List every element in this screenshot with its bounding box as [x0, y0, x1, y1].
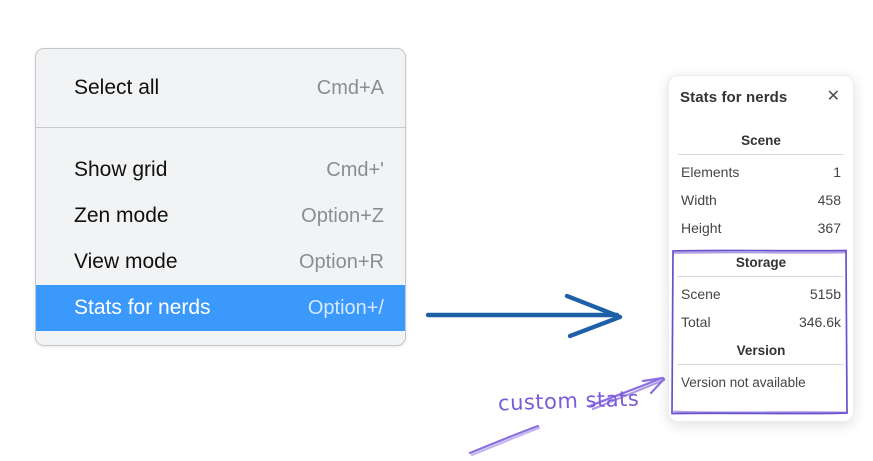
menu-item-label: View mode	[74, 250, 178, 273]
menu-item-stats-for-nerds[interactable]: Stats for nerds Option+/	[36, 285, 405, 331]
menu-divider	[36, 127, 405, 128]
stats-panel: Stats for nerds ✕ Scene Elements 1 Width…	[668, 75, 854, 422]
menu-item-shortcut: Cmd+'	[326, 158, 384, 181]
stat-label: Width	[681, 192, 717, 208]
menu-item-select-all[interactable]: Select all Cmd+A	[36, 65, 405, 111]
stat-row-elements: Elements 1	[678, 158, 844, 186]
stat-label: Height	[681, 220, 722, 236]
menu-item-show-grid[interactable]: Show grid Cmd+'	[36, 147, 405, 193]
close-icon[interactable]: ✕	[826, 88, 840, 105]
section-divider	[678, 276, 844, 277]
menu-item-shortcut: Option+/	[307, 296, 384, 319]
menu-item-shortcut: Option+R	[298, 250, 384, 273]
version-note: Version not available	[681, 375, 806, 390]
menu-item-view-mode[interactable]: View mode Option+R	[36, 239, 405, 285]
annotation-rectangle	[671, 249, 848, 415]
context-menu: Select all Cmd+A Show grid Cmd+' Zen mod…	[35, 48, 406, 346]
stat-value: 458	[817, 192, 841, 208]
stat-label: Total	[681, 314, 711, 330]
stat-row-scene-storage: Scene 515b	[678, 280, 844, 308]
stat-label: Scene	[681, 286, 721, 302]
arrow-right-icon	[425, 293, 623, 339]
menu-item-shortcut: Cmd+A	[316, 76, 384, 99]
menu-item-label: Stats for nerds	[74, 296, 211, 319]
panel-title: Stats for nerds	[680, 88, 788, 106]
stat-value: 346.6k	[798, 314, 841, 330]
stat-row-total-storage: Total 346.6k	[678, 308, 844, 336]
annotation-arrow	[468, 376, 666, 457]
section-divider	[678, 154, 844, 155]
annotation-label: custom stats	[497, 386, 640, 416]
section-heading-storage: Storage	[735, 255, 787, 270]
stat-label: Elements	[681, 164, 740, 180]
menu-item-label: Zen mode	[74, 204, 169, 227]
stat-value: 367	[817, 220, 841, 236]
menu-item-zen-mode[interactable]: Zen mode Option+Z	[36, 193, 405, 239]
stats-panel-header: Stats for nerds ✕	[678, 88, 844, 106]
stat-row-height: Height 367	[678, 214, 844, 242]
menu-item-shortcut: Option+Z	[301, 204, 384, 227]
stat-value: 515b	[809, 286, 841, 302]
section-divider	[678, 364, 844, 365]
stat-value: 1	[833, 164, 841, 180]
section-heading-version: Version	[736, 343, 786, 358]
menu-item-label: Show grid	[74, 158, 168, 181]
stat-row-width: Width 458	[678, 186, 844, 214]
section-heading-scene: Scene	[741, 133, 781, 148]
menu-item-label: Select all	[74, 76, 160, 99]
